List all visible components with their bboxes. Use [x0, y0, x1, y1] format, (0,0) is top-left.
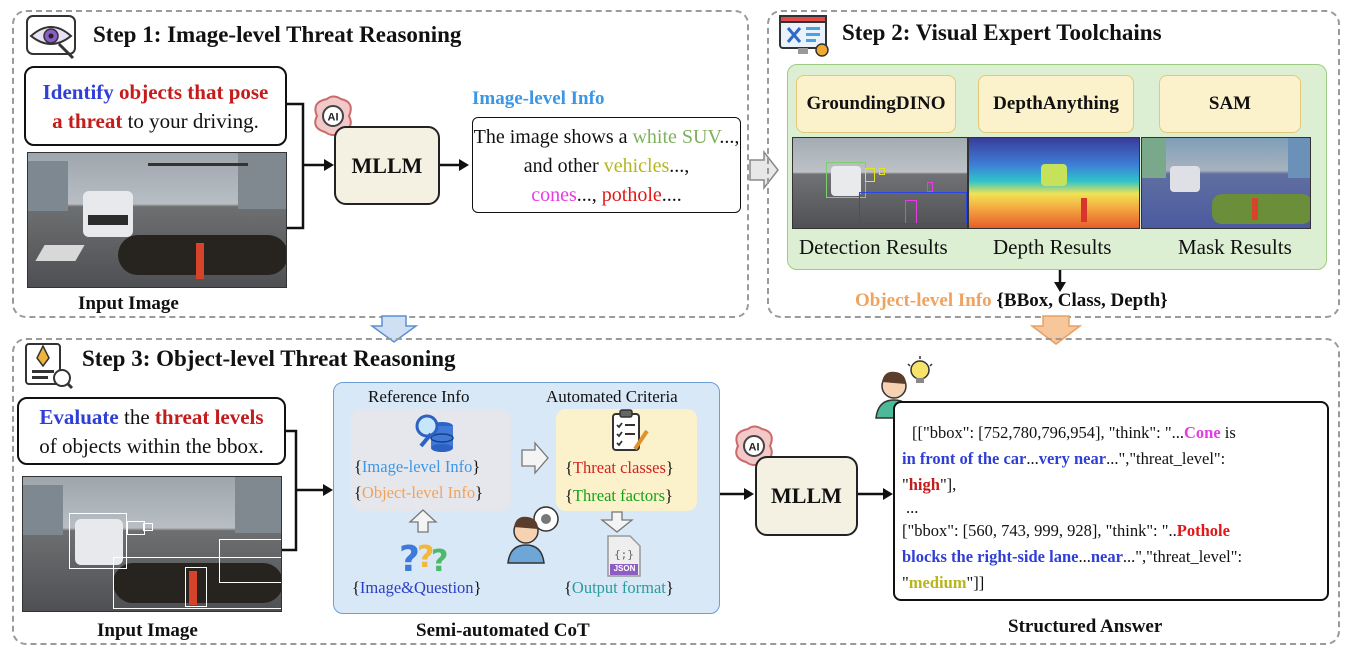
json-file-icon: {;} [607, 535, 641, 577]
answer-line-2: in front of the car...very near...","thr… [902, 449, 1226, 468]
tool-sam: SAM [1159, 75, 1301, 133]
answer-line-3: "high"], [902, 475, 957, 494]
step3-panel [12, 338, 1340, 645]
checklist-icon [612, 409, 649, 451]
detection-result-image [792, 137, 968, 229]
toolchain-monitor-icon [779, 15, 829, 57]
mask-result-image [1141, 137, 1311, 229]
orange-arrow-step2-to-answer [1029, 315, 1083, 345]
crit-threat-classes: {Threat classes} [565, 458, 674, 477]
pen-document-icon [25, 343, 74, 390]
answer-line-7: "medium"]] [902, 573, 985, 592]
semi-automated-cot-caption: Semi-automated CoT [416, 620, 590, 641]
mllm-box-step1: MLLM [334, 126, 440, 205]
output-format-label: {Output format} [564, 578, 674, 597]
magnifier-database-icon [415, 414, 454, 452]
crit-threat-factors: {Threat factors} [565, 486, 673, 505]
ref-image-level-info: {Image-level Info} [354, 457, 481, 476]
input-image-step1 [27, 152, 287, 288]
input-image-caption-step1: Input Image [78, 293, 179, 314]
svg-text:?: ? [399, 539, 420, 580]
answer-line-4: ... [906, 498, 919, 517]
input-image-caption-step3: Input Image [97, 620, 198, 641]
structured-answer-box [893, 401, 1329, 601]
ai-brain-icon: AI [314, 95, 352, 136]
blue-arrow-step1-to-step3 [369, 315, 419, 343]
automated-criteria-title: Automated Criteria [546, 387, 678, 406]
svg-text:?: ? [417, 540, 434, 575]
answer-line-1: [["bbox": [752,780,796,954], "think": ".… [912, 423, 1236, 442]
input-image-step3 [22, 476, 282, 612]
ai-brain-icon-step3: AI [735, 425, 773, 466]
ref-object-level-info: {Object-level Info} [354, 483, 483, 502]
depth-results-label: Depth Results [993, 235, 1112, 259]
tool-groundingdino: GroundingDINO [796, 75, 956, 133]
depth-result-image [968, 137, 1140, 229]
image-level-info-title: Image-level Info [472, 88, 605, 109]
answer-line-6: blocks the right-side lane...near...","t… [902, 547, 1243, 566]
thinking-person-icon [507, 506, 559, 564]
gray-arrow-step1-to-step2 [749, 149, 779, 191]
detection-results-label: Detection Results [799, 235, 948, 259]
tool-depthanything: DepthAnything [978, 75, 1134, 133]
step1-panel [12, 10, 749, 318]
structured-answer-caption: Structured Answer [1008, 616, 1163, 637]
json-tag: JSON [613, 564, 636, 573]
step1-title: Step 1: Image-level Threat Reasoning [93, 22, 462, 47]
answer-line-5: ["bbox": [560, 743, 999, 928], "think": … [902, 521, 1230, 540]
reference-info-title: Reference Info [368, 387, 470, 406]
svg-text:AI: AI [749, 442, 760, 454]
step2-title: Step 2: Visual Expert Toolchains [842, 20, 1162, 45]
svg-text:{;}: {;} [614, 548, 634, 561]
svg-text:AI: AI [328, 112, 339, 124]
object-level-info: Object-level Info {BBox, Class, Depth} [855, 290, 1168, 311]
image-level-info-box: The image shows a white SUV..., and othe… [472, 117, 741, 213]
mask-results-label: Mask Results [1178, 235, 1292, 259]
answer-text: [["bbox": [752,780,796,954], "think": ".… [902, 420, 1327, 596]
svg-text:?: ? [431, 544, 448, 579]
eye-icon [26, 15, 76, 60]
image-question-label: {Image&Question} [352, 578, 482, 597]
question-marks-icon: ? ? ? [399, 539, 448, 580]
step3-title: Step 3: Object-level Threat Reasoning [82, 346, 456, 371]
step3-prompt: Evaluate the threat levels of objects wi… [17, 397, 286, 465]
mllm-box-step3: MLLM [755, 456, 858, 536]
step1-prompt: Identify objects that pose a threat to y… [24, 66, 287, 146]
